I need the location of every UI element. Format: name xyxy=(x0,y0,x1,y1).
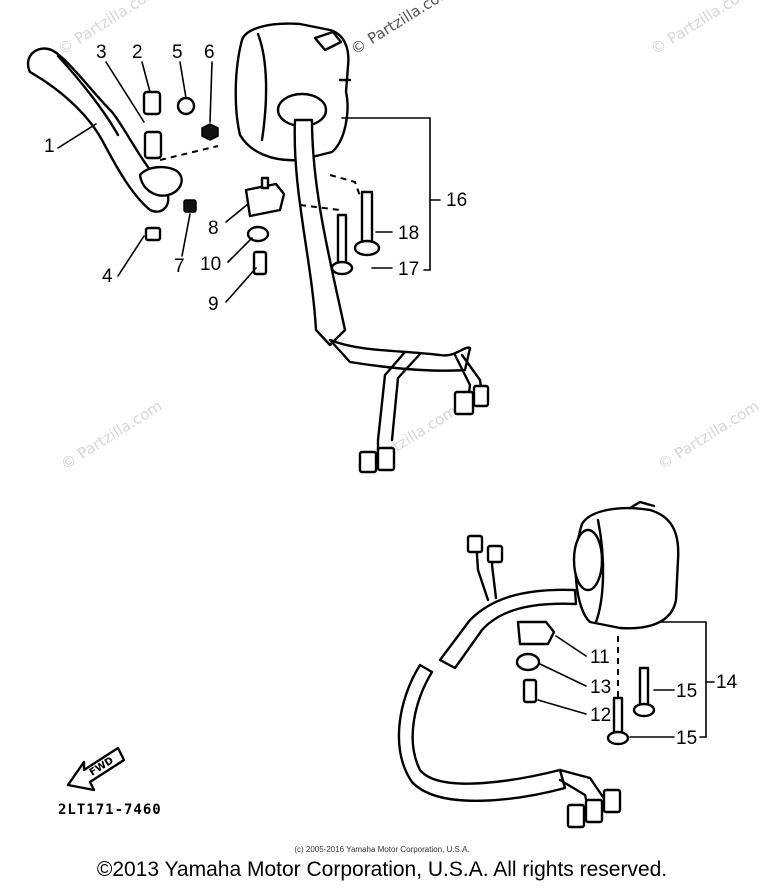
callout-11: 11 xyxy=(590,647,610,668)
lower-wire-harness xyxy=(397,534,622,829)
callout-17: 17 xyxy=(398,259,419,280)
watermark: © Partzilla.com xyxy=(55,0,163,58)
upper-wire-harness xyxy=(293,118,490,474)
callout-1: 1 xyxy=(44,136,55,157)
callout-2: 2 xyxy=(132,42,143,63)
callout-18: 18 xyxy=(398,223,419,244)
lower-leader-lines xyxy=(537,621,715,738)
callout-6: 6 xyxy=(204,42,215,63)
callout-3: 3 xyxy=(96,42,107,63)
callout-10: 10 xyxy=(200,254,221,275)
upper-leader-lines xyxy=(57,61,441,303)
callout-labels: 1 2 3 4 5 6 7 8 9 10 16 17 18 11 13 12 1… xyxy=(44,42,738,749)
callout-12: 12 xyxy=(590,705,611,726)
upper-switch-hardware xyxy=(244,174,381,276)
watermark: © Partzilla.com xyxy=(348,0,456,58)
callout-5: 5 xyxy=(172,42,183,63)
callout-9: 9 xyxy=(208,294,219,315)
watermark: © Partzilla.com xyxy=(648,0,756,58)
right-switch-housing xyxy=(572,500,680,630)
watermark: © Partzilla.com xyxy=(655,397,763,474)
callout-15b: 15 xyxy=(676,728,697,749)
lever-guide-line xyxy=(159,145,219,161)
lever-hardware xyxy=(142,90,219,242)
callout-8: 8 xyxy=(208,218,219,239)
callout-16: 16 xyxy=(446,190,467,211)
callout-15a: 15 xyxy=(676,681,697,702)
callout-7: 7 xyxy=(174,256,185,277)
small-copyright: (c) 2005-2016 Yamaha Motor Corporation, … xyxy=(294,845,470,854)
watermark: © Partzilla.com xyxy=(58,397,166,474)
lower-switch-hardware xyxy=(515,620,656,746)
fwd-arrow-icon: FWD xyxy=(66,746,126,792)
diagram-code: 2LT171-7460 xyxy=(58,802,162,818)
callout-13: 13 xyxy=(590,677,611,698)
footer-copyright: ©2013 Yamaha Motor Corporation, U.S.A. A… xyxy=(96,858,668,881)
callout-4: 4 xyxy=(102,266,113,287)
callout-14: 14 xyxy=(716,672,738,693)
clutch-lever xyxy=(26,47,183,213)
left-switch-housing xyxy=(234,22,352,162)
